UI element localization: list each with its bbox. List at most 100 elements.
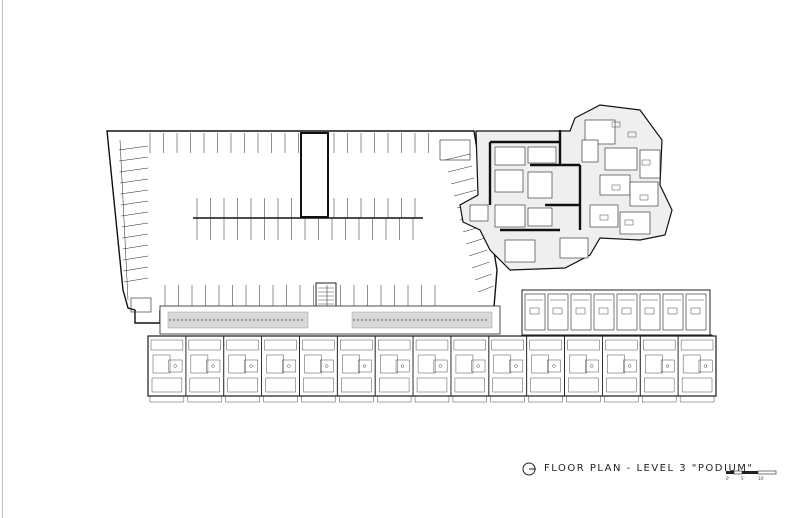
unit-bedroom bbox=[531, 354, 549, 374]
shrub-dot bbox=[352, 318, 356, 322]
chair bbox=[628, 364, 632, 368]
furniture bbox=[639, 194, 649, 201]
shrub-dot bbox=[476, 318, 480, 322]
tower-apartment-room bbox=[629, 181, 659, 207]
unit-bedroom bbox=[607, 354, 625, 374]
balcony bbox=[225, 395, 260, 403]
shrub-dot bbox=[392, 318, 396, 322]
balcony bbox=[452, 395, 487, 403]
shrub-dot bbox=[420, 318, 424, 322]
furniture bbox=[641, 159, 651, 166]
chair bbox=[211, 364, 215, 368]
furniture bbox=[599, 214, 609, 221]
chair bbox=[438, 364, 442, 368]
furniture bbox=[611, 184, 621, 191]
tower-apartment-room bbox=[559, 237, 589, 259]
dining-table bbox=[433, 359, 448, 373]
tower-outline bbox=[459, 104, 673, 271]
shrub-dot bbox=[224, 318, 228, 322]
dining-table bbox=[471, 359, 486, 373]
balcony bbox=[528, 395, 563, 403]
dining-table bbox=[168, 359, 183, 373]
unit-living bbox=[530, 377, 561, 393]
dining-table bbox=[206, 359, 221, 373]
dining-table bbox=[395, 359, 410, 373]
shrub-dot bbox=[292, 318, 296, 322]
balcony bbox=[679, 395, 715, 403]
shrub-dot bbox=[200, 318, 204, 322]
dining-table bbox=[282, 359, 296, 373]
shrub-dot bbox=[360, 318, 364, 322]
tower-apartment-room bbox=[604, 147, 638, 171]
chair bbox=[514, 364, 518, 368]
shrub-dot bbox=[252, 318, 256, 322]
shrub-dot bbox=[384, 318, 388, 322]
tower-apartment-room bbox=[589, 204, 619, 228]
balcony bbox=[149, 395, 185, 403]
tower-apartment-room bbox=[527, 207, 553, 227]
shrub-dot bbox=[188, 318, 192, 322]
shrub-dot bbox=[428, 318, 432, 322]
tower-apartment-room bbox=[619, 211, 651, 235]
unit-living bbox=[189, 377, 220, 393]
ramp bbox=[439, 139, 471, 161]
unit-living bbox=[681, 377, 713, 393]
unit-kitchen bbox=[453, 339, 486, 351]
unit-living bbox=[151, 377, 183, 393]
chair bbox=[362, 364, 367, 368]
chair bbox=[249, 364, 253, 368]
dining-table bbox=[623, 359, 637, 373]
unit-bedroom bbox=[380, 354, 398, 374]
shrub-dot bbox=[208, 318, 212, 322]
shrub-dot bbox=[448, 318, 452, 322]
parking-stall-line bbox=[468, 249, 488, 257]
shrub-dot bbox=[296, 318, 300, 322]
parking-stall-line bbox=[453, 189, 477, 197]
unit-kitchen bbox=[302, 339, 335, 351]
central-core bbox=[300, 132, 329, 218]
unit-bedroom bbox=[190, 354, 209, 374]
balcony bbox=[377, 395, 412, 403]
shrub-dot bbox=[228, 318, 232, 322]
shrub-dot bbox=[464, 318, 468, 322]
dining-table bbox=[660, 359, 675, 373]
balcony bbox=[301, 395, 336, 403]
parking-stall-line bbox=[119, 167, 149, 173]
shrub-dot bbox=[216, 318, 220, 322]
dining-table bbox=[547, 359, 561, 373]
shrub-dot bbox=[184, 318, 188, 322]
plan-title: FLOOR PLAN - LEVEL 3 "PODIUM" bbox=[544, 463, 754, 474]
balcony bbox=[414, 395, 450, 403]
scale-label-10: 10' bbox=[758, 476, 765, 481]
dining-table bbox=[585, 359, 599, 373]
parking-stall-line bbox=[123, 277, 149, 283]
drive-aisle-line bbox=[119, 139, 129, 301]
furniture bbox=[529, 307, 540, 315]
furniture bbox=[667, 307, 678, 315]
unit-bedroom bbox=[645, 354, 663, 374]
shrub-dot bbox=[416, 318, 420, 322]
balcony bbox=[566, 395, 601, 403]
shrub-dot bbox=[468, 318, 472, 322]
unit-kitchen bbox=[529, 339, 562, 351]
shrub-dot bbox=[480, 318, 484, 322]
parking-stall-line bbox=[447, 165, 473, 173]
shrub-dot bbox=[280, 318, 284, 322]
unit-kitchen bbox=[340, 339, 373, 351]
shrub-dot bbox=[364, 318, 368, 322]
shrub-dot bbox=[244, 318, 248, 322]
garage-room bbox=[130, 297, 152, 313]
unit-kitchen bbox=[226, 339, 259, 351]
parking-stall-line bbox=[477, 285, 494, 293]
shrub-dot bbox=[220, 318, 224, 322]
parking-stall-line bbox=[444, 153, 471, 161]
unit-kitchen bbox=[188, 339, 221, 351]
unit-bedroom bbox=[266, 354, 284, 374]
townhouse-units bbox=[147, 335, 717, 403]
shrub-dot bbox=[440, 318, 444, 322]
chair bbox=[173, 364, 177, 368]
shrub-dot bbox=[268, 318, 272, 322]
page-edge-rule bbox=[2, 0, 3, 518]
unit-bedroom bbox=[228, 354, 246, 374]
shrub-dot bbox=[232, 318, 236, 322]
